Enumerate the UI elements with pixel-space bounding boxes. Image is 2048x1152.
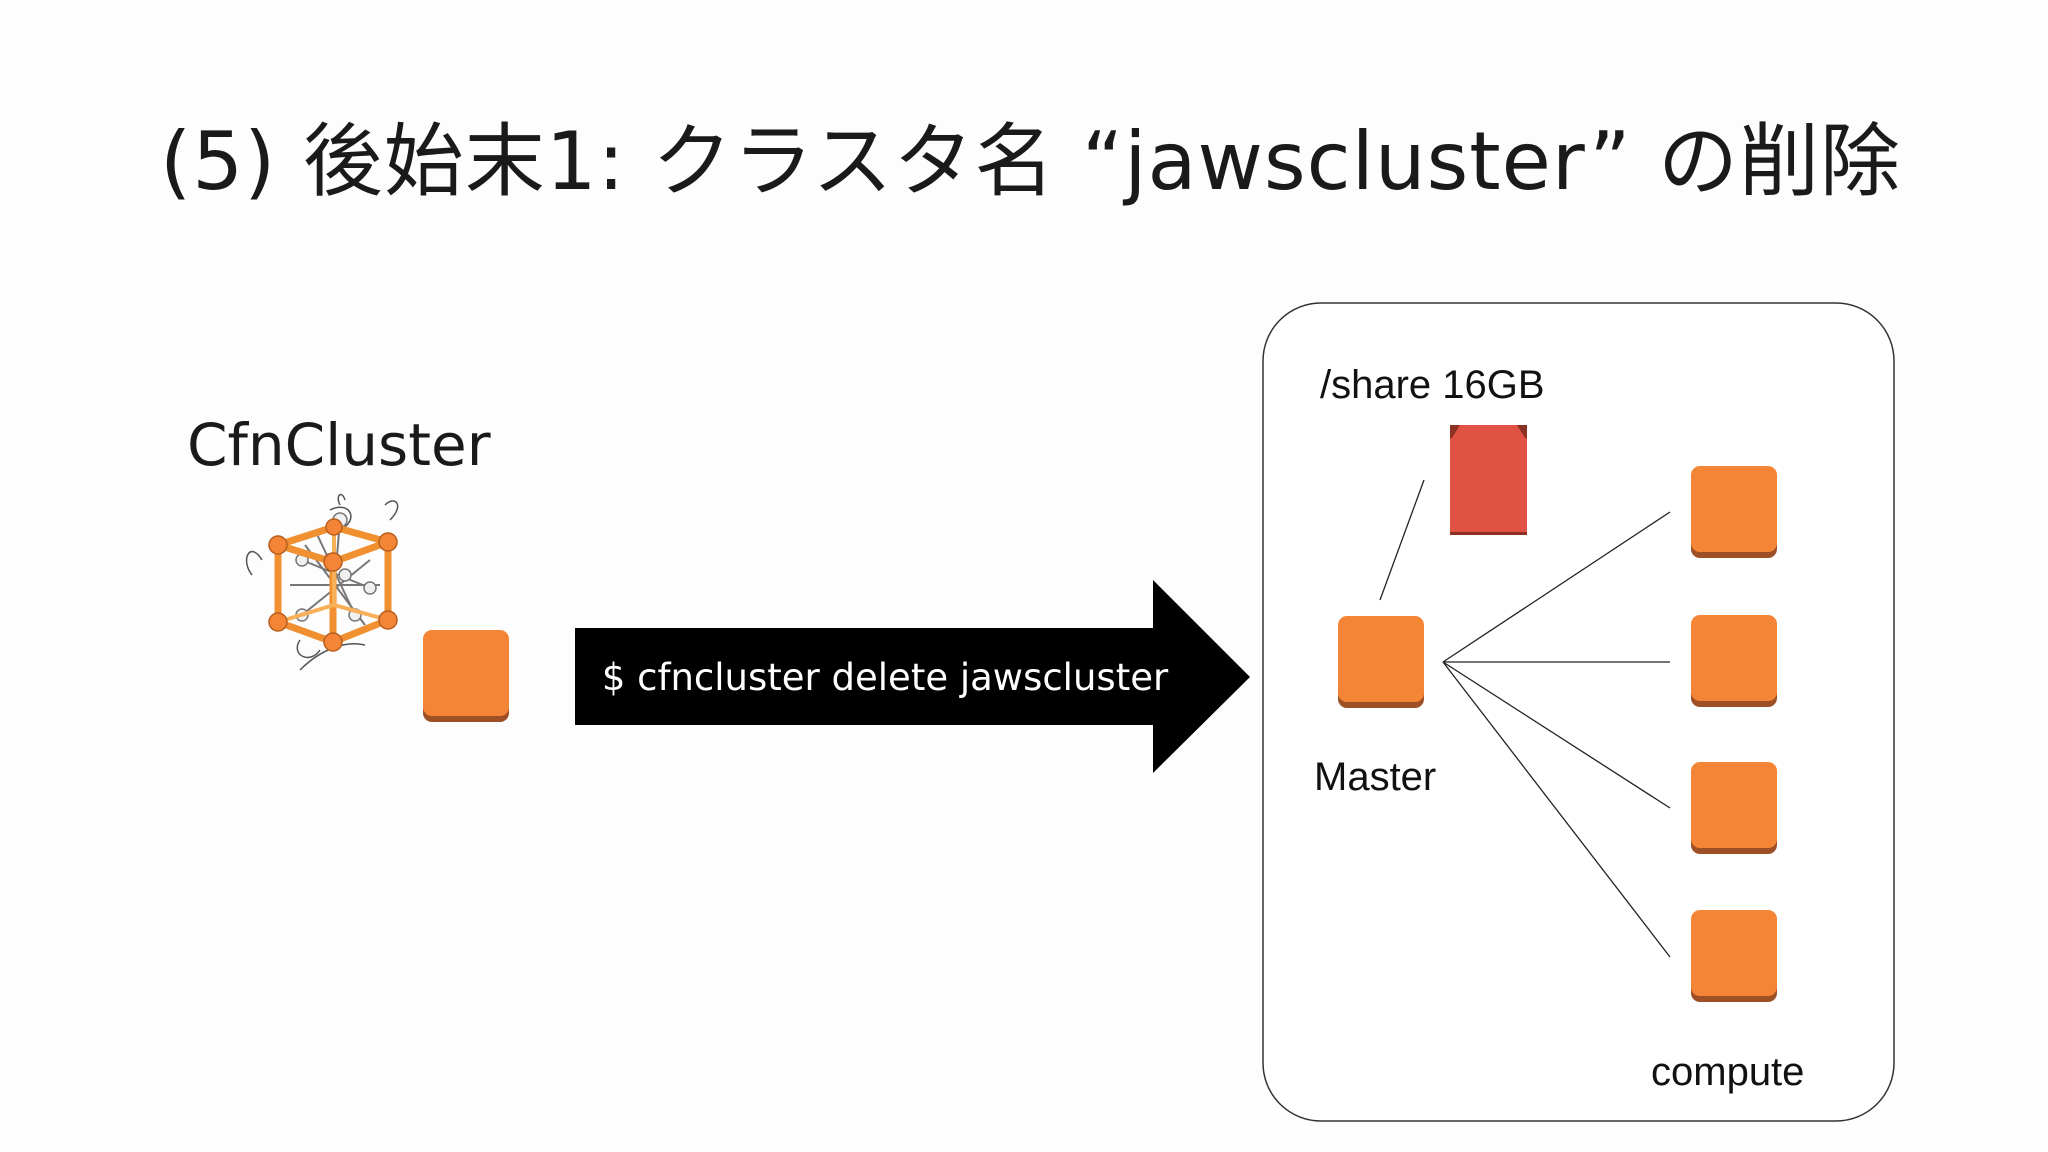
compute-instance-icon [1691, 466, 1777, 558]
connector-lines [1379, 479, 1671, 958]
cluster-frame [1262, 302, 1895, 1122]
cfncluster-label: CfnCluster [187, 411, 491, 479]
compute-instance-icon [1691, 615, 1777, 707]
compute-instance-icon [1691, 762, 1777, 854]
delete-command-text: $ cfncluster delete jawscluster [602, 656, 1169, 699]
ebs-volume-icon [1450, 425, 1527, 535]
delete-command-arrow: $ cfncluster delete jawscluster [575, 580, 1250, 773]
slide-title: (5) 後始末1: クラスタ名 “jawscluster” の削除 [160, 115, 1901, 208]
storage-label: /share 16GB [1320, 363, 1545, 407]
compute-instance-icon [1691, 910, 1777, 1002]
cfncluster-instance-icon [423, 630, 509, 722]
compute-label: compute [1651, 1050, 1804, 1094]
master-instance-icon [1338, 616, 1424, 708]
master-label: Master [1314, 755, 1436, 799]
cfncluster-cube-icon [245, 493, 399, 671]
